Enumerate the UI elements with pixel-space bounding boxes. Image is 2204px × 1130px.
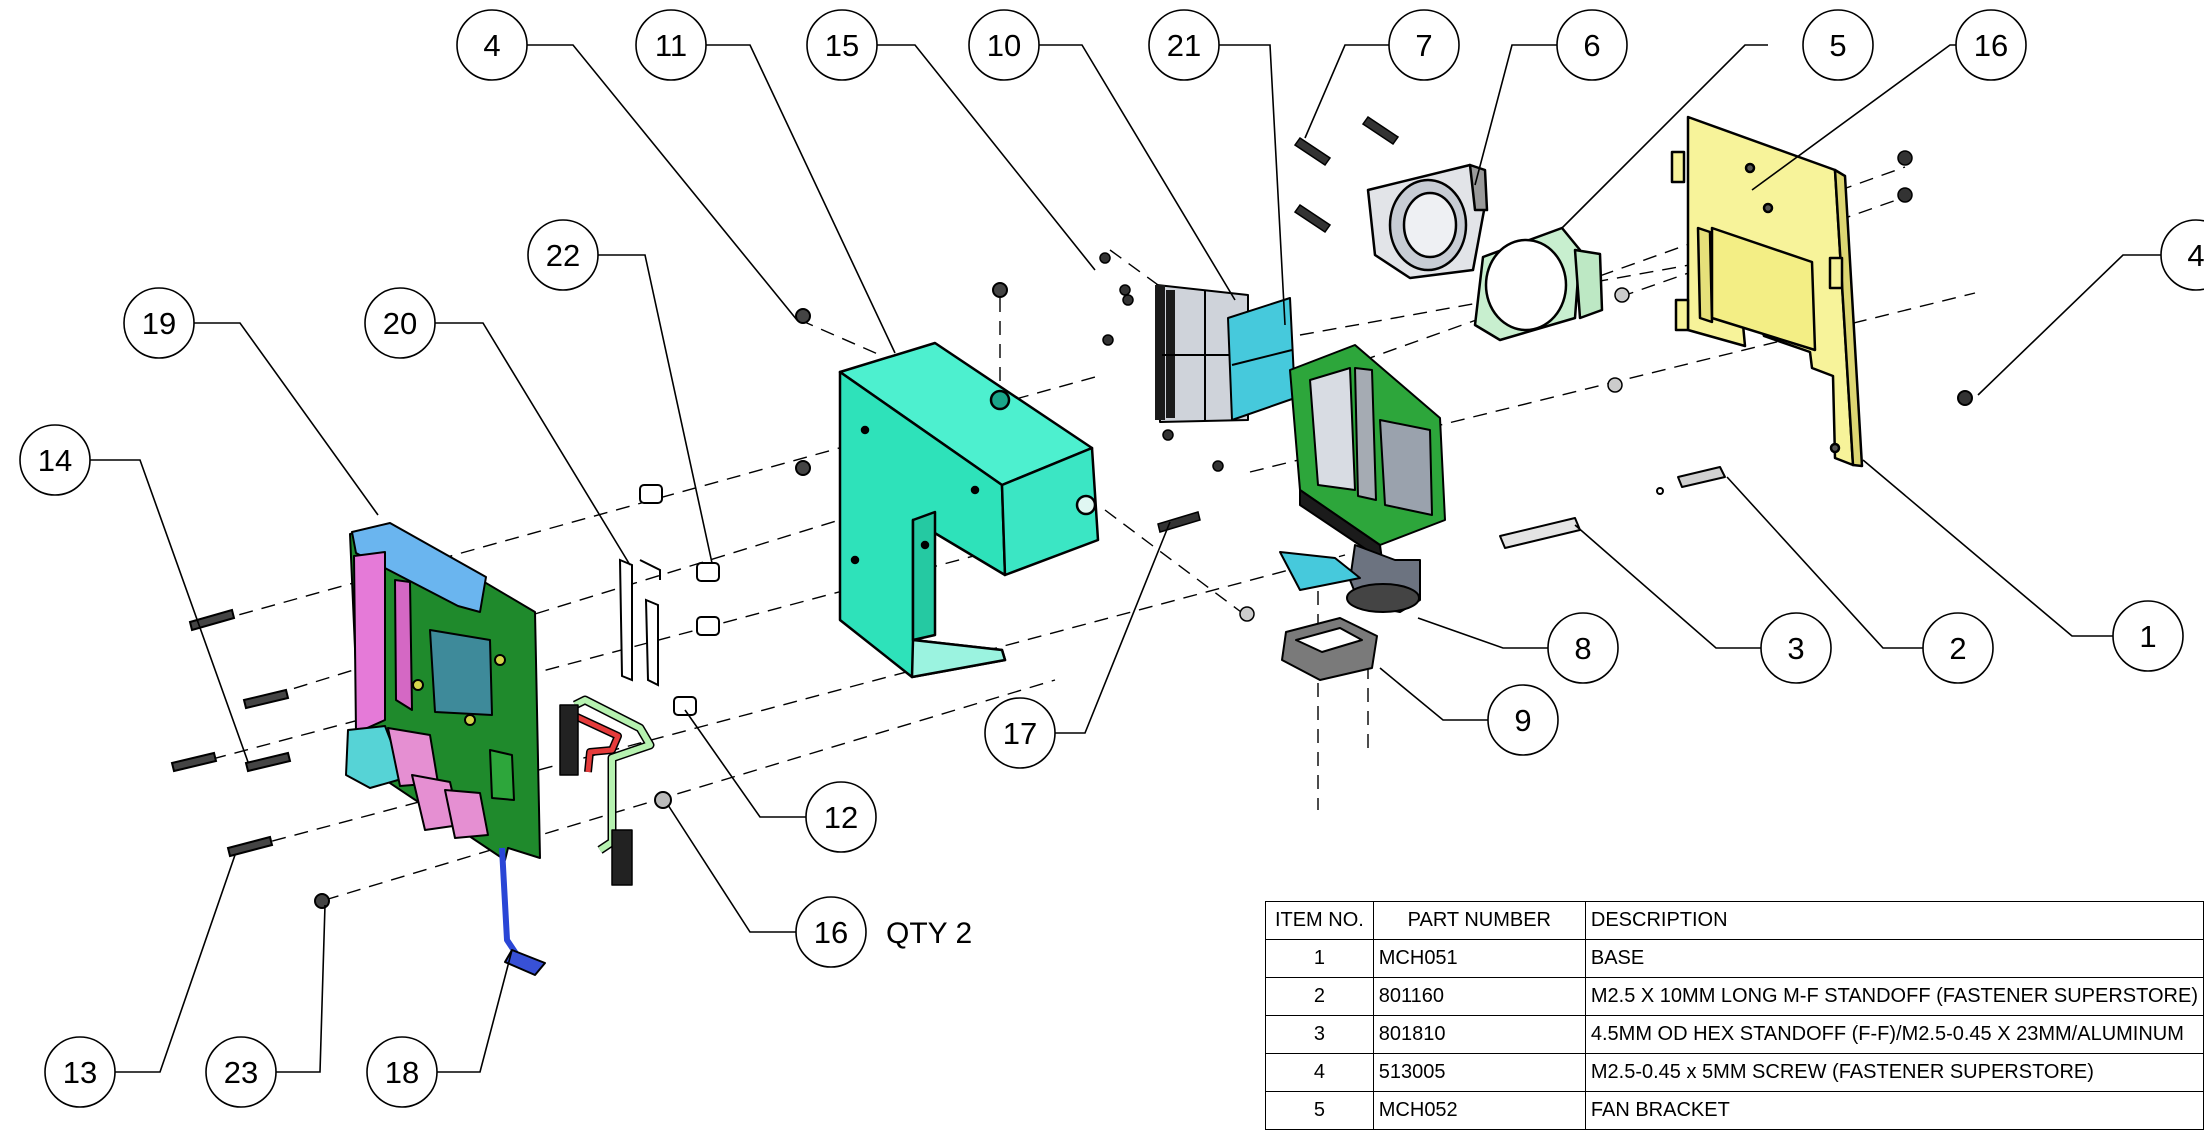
svg-text:23: 23 (224, 1055, 258, 1090)
balloon-7: 7 (1388, 9, 1460, 81)
table-row: 1 MCH051 BASE (1265, 939, 2204, 978)
balloon-21: 21 (1148, 9, 1220, 81)
balloons: 1 2 3 4 4 5 6 7 8 9 10 11 12 13 14 15 16… (19, 9, 2204, 1108)
svg-text:4: 4 (483, 28, 500, 63)
bom-part: 513005 (1372, 1053, 1586, 1092)
svg-text:2: 2 (1949, 631, 1966, 666)
balloon-23: 23 (205, 1036, 277, 1108)
svg-text:17: 17 (1003, 716, 1037, 751)
balloon-4-right: 4 (2160, 219, 2204, 291)
bom-desc: M2.5-0.45 x 5MM SCREW (FASTENER SUPERSTO… (1584, 1053, 2204, 1092)
svg-text:12: 12 (824, 800, 858, 835)
bill-of-materials-table: ITEM NO. PART NUMBER DESCRIPTION 1 MCH05… (1265, 901, 2204, 1130)
svg-text:5: 5 (1829, 28, 1846, 63)
svg-text:22: 22 (546, 238, 580, 273)
bom-item: 4 (1265, 1053, 1374, 1092)
balloon-14: 14 (19, 424, 91, 496)
svg-text:9: 9 (1514, 703, 1531, 738)
screw-17 (1157, 511, 1255, 622)
bom-desc: FAN BRACKET (1584, 1091, 2204, 1130)
balloon-18: 18 (366, 1036, 438, 1108)
bom-part: 801810 (1372, 1015, 1586, 1054)
balloon-9: 9 (1487, 684, 1559, 756)
part-cover (838, 341, 1100, 679)
balloon-2: 2 (1922, 612, 1994, 684)
balloon-20: 20 (364, 287, 436, 359)
balloon-19: 19 (123, 287, 195, 359)
balloon-11: 11 (635, 9, 707, 81)
bom-item: 5 (1265, 1091, 1374, 1130)
balloon-5: 5 (1802, 9, 1874, 81)
balloon-16-top: 16 (1955, 9, 2027, 81)
svg-text:1: 1 (2139, 619, 2156, 654)
part-fan-bracket (1473, 226, 1604, 342)
svg-text:11: 11 (655, 28, 687, 63)
bom-header-part: PART NUMBER (1372, 901, 1586, 940)
table-row: 5 MCH052 FAN BRACKET (1265, 1091, 2204, 1130)
svg-text:10: 10 (987, 28, 1021, 63)
balloon-13: 13 (44, 1036, 116, 1108)
screws-left (170, 282, 1008, 909)
balloon-4-top: 4 (456, 9, 528, 81)
balloon-3: 3 (1760, 612, 1832, 684)
screws-fan (1293, 115, 1913, 393)
svg-text:3: 3 (1787, 631, 1804, 666)
table-row: 4 513005 M2.5-0.45 x 5MM SCREW (FASTENER… (1265, 1053, 2204, 1092)
svg-text:13: 13 (63, 1055, 97, 1090)
svg-text:7: 7 (1415, 28, 1432, 63)
balloon-16-bottom: 16 (795, 896, 867, 968)
balloon-8: 8 (1547, 612, 1619, 684)
standoffs-left (639, 484, 720, 716)
table-row: 3 801810 4.5MM OD HEX STANDOFF (F-F)/M2.… (1265, 1015, 2204, 1054)
svg-text:20: 20 (383, 306, 417, 341)
balloon-17: 17 (984, 697, 1056, 769)
part-camera-module (1279, 344, 1446, 681)
balloon-22: 22 (527, 219, 599, 291)
bom-item: 2 (1265, 977, 1374, 1016)
qty-note: QTY 2 (886, 917, 972, 950)
svg-text:14: 14 (38, 443, 72, 478)
bom-part: 801160 (1372, 977, 1586, 1016)
part-pcb (345, 522, 546, 976)
bom-desc: M2.5 X 10MM LONG M-F STANDOFF (FASTENER … (1584, 977, 2204, 1016)
svg-text:6: 6 (1583, 28, 1600, 63)
bom-part: MCH051 (1372, 939, 1586, 978)
bom-item: 1 (1265, 939, 1374, 978)
part-heatsink (1155, 284, 1296, 423)
bom-desc: 4.5MM OD HEX STANDOFF (F-F)/M2.5-0.45 X … (1584, 1015, 2204, 1054)
svg-text:4: 4 (2187, 238, 2204, 273)
svg-text:18: 18 (385, 1055, 419, 1090)
svg-text:19: 19 (142, 306, 176, 341)
bom-header-desc: DESCRIPTION (1584, 901, 2204, 940)
svg-text:21: 21 (1167, 28, 1201, 63)
part-jumper-cable (618, 558, 661, 687)
balloon-6: 6 (1556, 9, 1628, 81)
screws-heatsink (1099, 252, 1224, 472)
bom-part: MCH052 (1372, 1091, 1586, 1130)
bom-desc: BASE (1584, 939, 2204, 978)
svg-text:8: 8 (1574, 631, 1591, 666)
balloon-12: 12 (805, 781, 877, 853)
svg-text:15: 15 (825, 28, 859, 63)
balloon-1: 1 (2112, 600, 2184, 672)
leader-lines (90, 44, 2161, 1073)
part-ribbon-cable (559, 695, 655, 886)
svg-text:16: 16 (1974, 28, 2008, 63)
svg-text:16: 16 (814, 915, 848, 950)
table-row: 2 801160 M2.5 X 10MM LONG M-F STANDOFF (… (1265, 977, 2204, 1016)
balloon-15: 15 (806, 9, 878, 81)
part-fan (1366, 163, 1489, 280)
bom-header-item: ITEM NO. (1265, 901, 1374, 940)
bom-header-row: ITEM NO. PART NUMBER DESCRIPTION (1265, 901, 2204, 940)
balloon-10: 10 (968, 9, 1040, 81)
standoffs-right (1499, 390, 1973, 549)
part-base (1670, 115, 1864, 468)
bom-item: 3 (1265, 1015, 1374, 1054)
